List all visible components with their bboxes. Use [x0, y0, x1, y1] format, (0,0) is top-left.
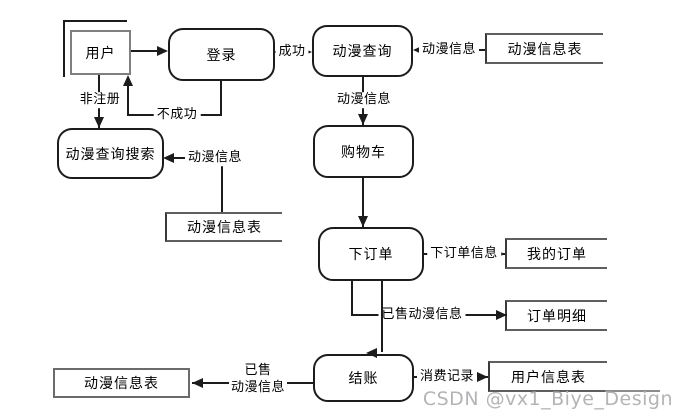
- arrowhead-order-checkout: [366, 348, 377, 358]
- arrowhead-nonregistered: [94, 117, 104, 128]
- flow-user-login-line: [131, 50, 161, 52]
- process-anime-query: 动漫查询: [312, 25, 413, 77]
- arrowhead-store-search: [163, 153, 174, 163]
- datastore-anime-info-table-bottom: 动漫信息表: [53, 368, 190, 398]
- flow-label-anime-info-to-search: 动漫信息: [184, 150, 246, 166]
- flow-label-sold-line2: 动漫信息: [230, 380, 286, 395]
- arrowhead-consumption: [477, 372, 488, 382]
- flow-label-success: 成功: [275, 44, 309, 60]
- flow-order-checkout-line: [381, 281, 383, 352]
- watermark: CSDN @vx1_Biye_Design: [422, 388, 673, 410]
- datastore-user-info-table: 用户信息表: [488, 361, 607, 392]
- datastore-my-orders: 我的订单: [505, 238, 607, 269]
- flow-sold-info-line-v: [351, 281, 353, 316]
- process-anime-query-search: 动漫查询搜索: [57, 128, 164, 179]
- flow-store-search-line-v: [221, 158, 223, 212]
- arrowhead-sold-to-table: [192, 378, 203, 388]
- flow-label-fail: 不成功: [153, 107, 201, 123]
- flow-label-sold-line1: 已售: [244, 363, 272, 379]
- arrowhead-cart-order: [358, 216, 368, 227]
- flow-label-anime-info-to-cart: 动漫信息: [333, 92, 395, 108]
- datastore-user-info-bottom-extension: [605, 390, 660, 392]
- flow-fail-line-up: [127, 83, 129, 116]
- user-entity-shadow-top: [63, 20, 127, 22]
- process-login: 登录: [168, 28, 275, 81]
- flow-cart-order-line: [362, 178, 364, 227]
- flow-label-nonregistered: 非注册: [76, 92, 124, 108]
- flow-label-anime-info: 动漫信息: [418, 42, 480, 58]
- datastore-anime-info-table-top: 动漫信息表: [485, 33, 603, 64]
- flow-label-sold-info: 已售动漫信息: [378, 307, 466, 323]
- arrowhead-user-login: [157, 46, 168, 56]
- process-checkout: 结账: [313, 354, 414, 402]
- datastore-order-details: 订单明细: [505, 300, 607, 331]
- flow-label-order-info: 下订单信息: [427, 246, 501, 262]
- user-entity-shadow-left: [63, 20, 65, 77]
- flow-label-consumption: 消费记录: [416, 369, 478, 385]
- flow-label-sold-two-line: 已售 动漫信息: [228, 363, 288, 397]
- process-shopping-cart: 购物车: [313, 125, 414, 178]
- datastore-anime-info-table-middle: 动漫信息表: [165, 212, 282, 242]
- arrowhead-sold-info: [496, 310, 507, 320]
- arrowhead-fail: [123, 75, 133, 86]
- flow-fail-line-down: [220, 81, 222, 116]
- arrowhead-anime-info: [413, 45, 424, 55]
- arrowhead-query-cart: [358, 114, 368, 125]
- entity-user: 用户: [70, 30, 131, 75]
- process-place-order: 下订单: [318, 227, 424, 281]
